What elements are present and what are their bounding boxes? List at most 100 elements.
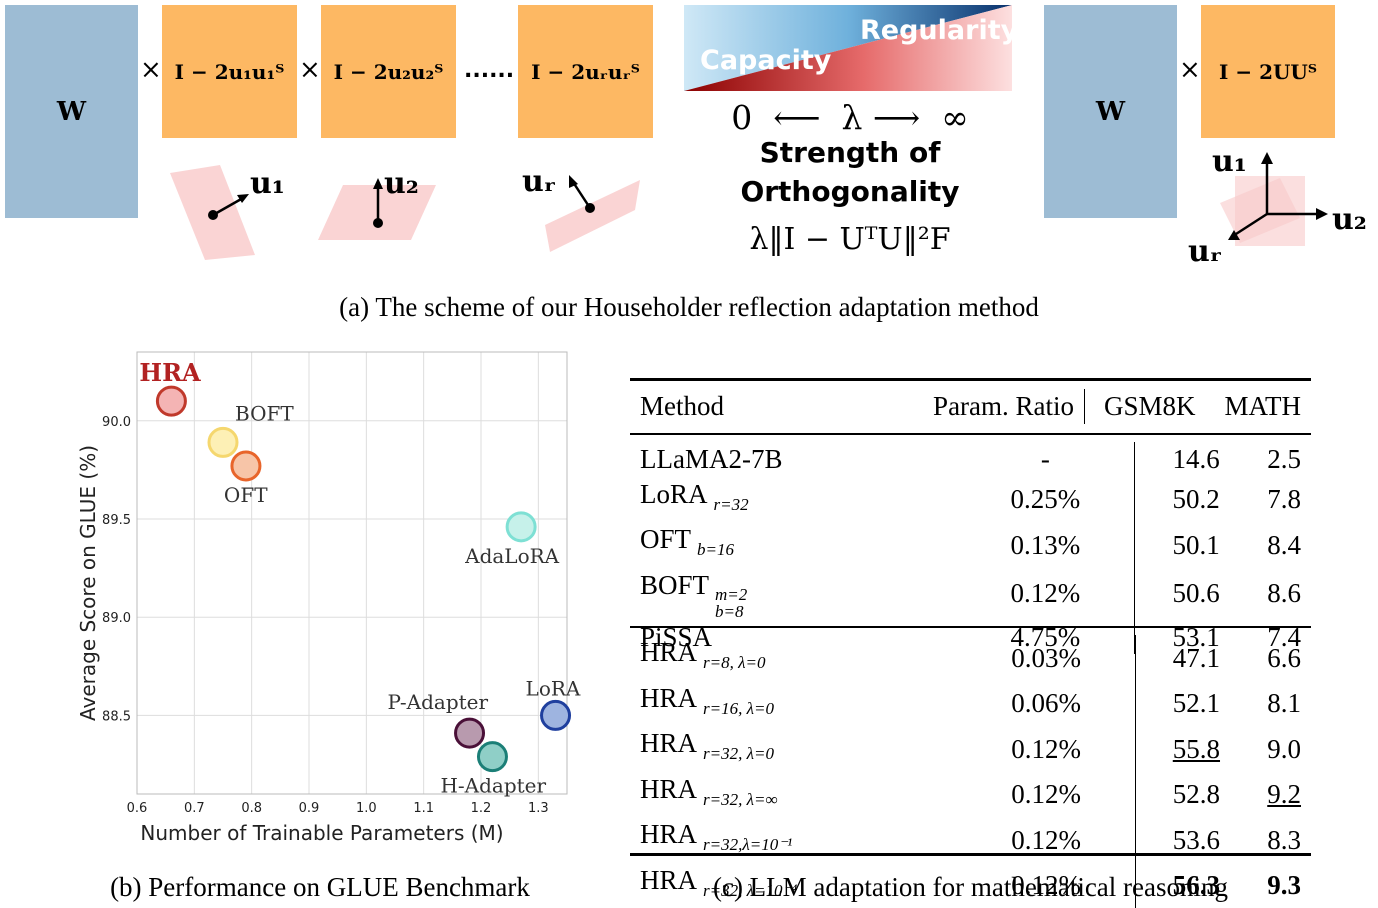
math-cell: 9.3 <box>1267 870 1301 900</box>
math-cell: 9.2 <box>1267 779 1301 809</box>
data-point-h-adapter <box>476 741 508 773</box>
axis-u1-label: u₁ <box>1212 144 1247 179</box>
method-name: HRA <box>640 819 698 849</box>
math-cell: 2.5 <box>1267 444 1301 474</box>
point-label: H-Adapter <box>440 774 546 798</box>
table-row: LLaMA2-7B - 14.6 2.5 <box>630 442 1311 477</box>
axis-ur-label: uᵣ <box>1188 234 1223 269</box>
table-header-row: Method Param. Ratio GSM8K MATH <box>630 389 1311 424</box>
method-name: OFT <box>640 524 692 554</box>
point-label: HRA <box>139 358 201 387</box>
reflection-plane-r-icon <box>545 175 640 252</box>
strength-label-line2: Orthogonality <box>740 175 960 208</box>
param-ratio-cell: 0.12% <box>1011 779 1082 809</box>
reflection-factor-r: I − 2uᵣuᵣᵀ <box>518 5 653 138</box>
regularity-label: Regularity <box>860 15 1019 46</box>
method-subscript: r=32 <box>713 494 749 514</box>
method-name: LLaMA2-7B <box>640 444 783 474</box>
gsm8k-cell: 53.6 <box>1134 817 1258 863</box>
y-tick-label: 90.0 <box>102 415 131 430</box>
param-ratio-cell: 4.75% <box>1010 621 1081 652</box>
x-tick-label: 1.0 <box>356 801 377 816</box>
point-label: LoRA <box>526 676 581 700</box>
method-subscript: r=32, λ=10⁻⁴ <box>703 880 798 900</box>
gsm8k-cell: 50.2 <box>1134 476 1258 522</box>
method-subscript: r=16, λ=0 <box>703 698 774 718</box>
group-rule <box>630 626 1311 628</box>
capacity-label: Capacity <box>700 45 832 76</box>
x-tick-label: 1.1 <box>413 801 434 816</box>
method-cell: HRA r=32,λ=10⁻¹ <box>630 817 888 863</box>
x-tick-label: 0.8 <box>241 801 262 816</box>
regularizer-formula: λ‖I − UᵀU‖²F <box>749 222 951 257</box>
method-superscript: m=2 <box>715 584 748 604</box>
table-bottom-rule <box>630 853 1311 856</box>
data-point-boft <box>207 426 239 458</box>
math-cell: 7.4 <box>1267 621 1301 652</box>
gsm8k-cell: 50.1 <box>1134 522 1258 568</box>
y-tick-label: 89.0 <box>102 611 131 626</box>
y-axis-label: Average Score on GLUE (%) <box>76 445 100 721</box>
caption-b: (b) Performance on GLUE Benchmark <box>110 872 530 902</box>
method-name: HRA <box>640 728 698 758</box>
x-axis-label: Number of Trainable Parameters (M) <box>140 821 503 845</box>
param-ratio-cell: - <box>1040 444 1050 474</box>
math-cell: 9.0 <box>1267 733 1301 764</box>
gsm8k-cell: 47.1 <box>1134 635 1258 681</box>
math-cell: 8.3 <box>1267 824 1301 855</box>
gsm8k-cell: 55.8 <box>1134 726 1258 772</box>
weight-matrix-block: W <box>5 5 138 218</box>
param-ratio-cell: 0.03% <box>1011 642 1082 673</box>
gsm8k-cell: 56.3 <box>1134 862 1258 908</box>
point-label: OFT <box>224 483 268 507</box>
x-tick-label: 0.7 <box>184 801 205 816</box>
gsm8k-cell: 52.8 <box>1134 771 1258 817</box>
caption-c: (c) LLM adaptation for mathematical reas… <box>712 872 1229 902</box>
x-tick-label: 0.9 <box>299 801 320 816</box>
method-subscript: r=32,λ=10⁻¹ <box>703 835 793 854</box>
ellipsis: ...... <box>464 58 515 83</box>
math-cell: 8.4 <box>1267 529 1301 560</box>
reflection-factor-U: I − 2UUᵀ <box>1201 5 1335 138</box>
header-table: Method Param. Ratio GSM8K MATH <box>630 389 1311 424</box>
weight-matrix-block-2: W <box>1044 5 1177 218</box>
param-ratio-cell: 0.06% <box>1011 688 1082 718</box>
x-tick-label: 1.3 <box>528 801 549 816</box>
header-gsm8k: GSM8K <box>1084 389 1215 424</box>
method-subscript: b=8 <box>715 601 744 621</box>
reflection-factor-1: I − 2u₁u₁ᵀ <box>162 5 297 138</box>
param-ratio-cell: 0.12% <box>1011 733 1082 764</box>
times-sign: × <box>299 55 321 85</box>
reflection-plane-2-icon <box>318 178 436 240</box>
method-name: HRA <box>640 682 698 713</box>
data-point-lora <box>540 699 572 731</box>
x-tick-label: 0.6 <box>127 801 148 816</box>
gsm8k-cell: 14.6 <box>1134 442 1258 477</box>
method-cell: PiSSA <box>630 620 887 655</box>
method-subscript: r=32, λ=∞ <box>703 789 778 809</box>
method-name: HRA <box>640 773 698 804</box>
param-ratio-cell: 0.12% <box>1010 578 1081 609</box>
orthogonal-axes-icon <box>1220 152 1328 246</box>
point-label: AdaLoRA <box>464 544 560 568</box>
param-ratio-cell: 0.25% <box>1010 484 1081 514</box>
method-name: LoRA <box>640 478 708 509</box>
lambda-axis: 0 ⟵ λ ⟶ ∞ <box>731 98 969 137</box>
math-cell: 7.8 <box>1267 484 1301 514</box>
